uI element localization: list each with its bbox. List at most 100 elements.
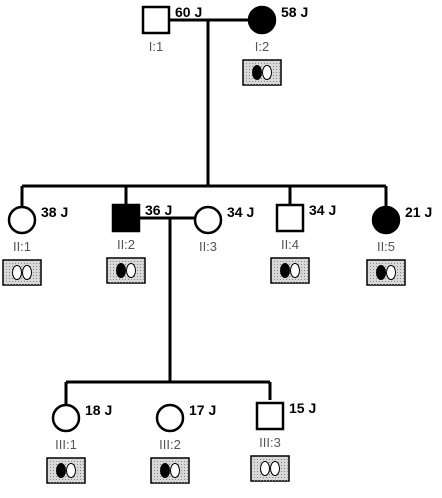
texture-dot [74, 461, 75, 462]
texture-dot [273, 63, 274, 64]
texture-dot [113, 273, 114, 274]
texture-dot [154, 470, 155, 471]
allele-1-icon [116, 263, 126, 278]
texture-dot [277, 273, 278, 274]
texture-dot [257, 468, 258, 469]
texture-dot [71, 482, 72, 483]
texture-dot [134, 282, 135, 283]
texture-dot [80, 476, 81, 477]
texture-dot [257, 462, 258, 463]
texture-dot [24, 281, 25, 282]
texture-dot [137, 267, 138, 268]
texture-dot [30, 278, 31, 279]
texture-dot [279, 81, 280, 82]
female-symbol [7, 205, 37, 235]
texture-dot [304, 267, 305, 268]
texture-dot [143, 273, 144, 274]
texture-dot [36, 266, 37, 267]
texture-dot [15, 263, 16, 264]
texture-dot [65, 464, 66, 465]
texture-dot [273, 78, 274, 79]
texture-dot [184, 473, 185, 474]
individual-ii-2: 36 JII:2 [106, 202, 172, 284]
allele-1-icon [280, 263, 290, 278]
texture-dot [184, 467, 185, 468]
texture-dot [137, 273, 138, 274]
texture-dot [74, 476, 75, 477]
texture-dot [137, 270, 138, 271]
texture-dot [385, 278, 386, 279]
texture-dot [56, 479, 57, 480]
texture-dot [6, 269, 7, 270]
texture-dot [181, 482, 182, 483]
texture-dot [77, 479, 78, 480]
texture-dot [116, 282, 117, 283]
allele-1-icon [260, 461, 270, 476]
texture-dot [274, 261, 275, 262]
texture-dot [397, 263, 398, 264]
texture-dot [110, 279, 111, 280]
texture-dot [160, 464, 161, 465]
texture-dot [36, 281, 37, 282]
texture-dot [307, 264, 308, 265]
texture-dot [27, 263, 28, 264]
texture-dot [18, 284, 19, 285]
texture-dot [260, 477, 261, 478]
age-label: 15 J [289, 400, 316, 416]
texture-dot [267, 63, 268, 64]
texture-dot [125, 282, 126, 283]
age-label: 34 J [309, 202, 336, 218]
texture-dot [273, 72, 274, 73]
texture-dot [403, 275, 404, 276]
texture-dot [163, 461, 164, 462]
texture-dot [397, 275, 398, 276]
texture-dot [50, 479, 51, 480]
texture-dot [394, 278, 395, 279]
texture-dot [56, 476, 57, 477]
texture-dot [400, 278, 401, 279]
texture-dot [53, 464, 54, 465]
texture-dot [280, 264, 281, 265]
texture-dot [304, 279, 305, 280]
allele-1-icon [376, 265, 386, 280]
texture-dot [276, 66, 277, 67]
male-symbol [255, 401, 285, 431]
texture-dot [166, 482, 167, 483]
individual-i-2: 58 JI:2 [242, 4, 308, 86]
texture-dot [287, 474, 288, 475]
texture-dot [30, 263, 31, 264]
texture-dot [175, 479, 176, 480]
texture-dot [385, 284, 386, 285]
texture-dot [39, 263, 40, 264]
texture-dot [278, 462, 279, 463]
texture-dot [65, 482, 66, 483]
texture-dot [110, 267, 111, 268]
texture-dot [6, 284, 7, 285]
texture-dot [264, 63, 265, 64]
texture-dot [397, 284, 398, 285]
texture-dot [373, 284, 374, 285]
texture-dot [169, 479, 170, 480]
texture-dot [21, 284, 22, 285]
texture-dot [9, 281, 10, 282]
texture-dot [50, 470, 51, 471]
texture-dot [246, 66, 247, 67]
texture-dot [284, 471, 285, 472]
texture-dot [283, 261, 284, 262]
texture-dot [281, 459, 282, 460]
age-label: 58 J [281, 4, 308, 20]
texture-dot [113, 276, 114, 277]
female-symbol [51, 403, 81, 433]
texture-dot [277, 279, 278, 280]
texture-dot [74, 479, 75, 480]
allele-1-icon [252, 65, 262, 80]
texture-dot [50, 482, 51, 483]
age-label: 34 J [227, 204, 254, 220]
texture-dot [178, 482, 179, 483]
texture-dot [80, 479, 81, 480]
texture-dot [53, 470, 54, 471]
texture-dot [274, 270, 275, 271]
texture-dot [373, 281, 374, 282]
individual-id-label: II:1 [13, 239, 31, 254]
